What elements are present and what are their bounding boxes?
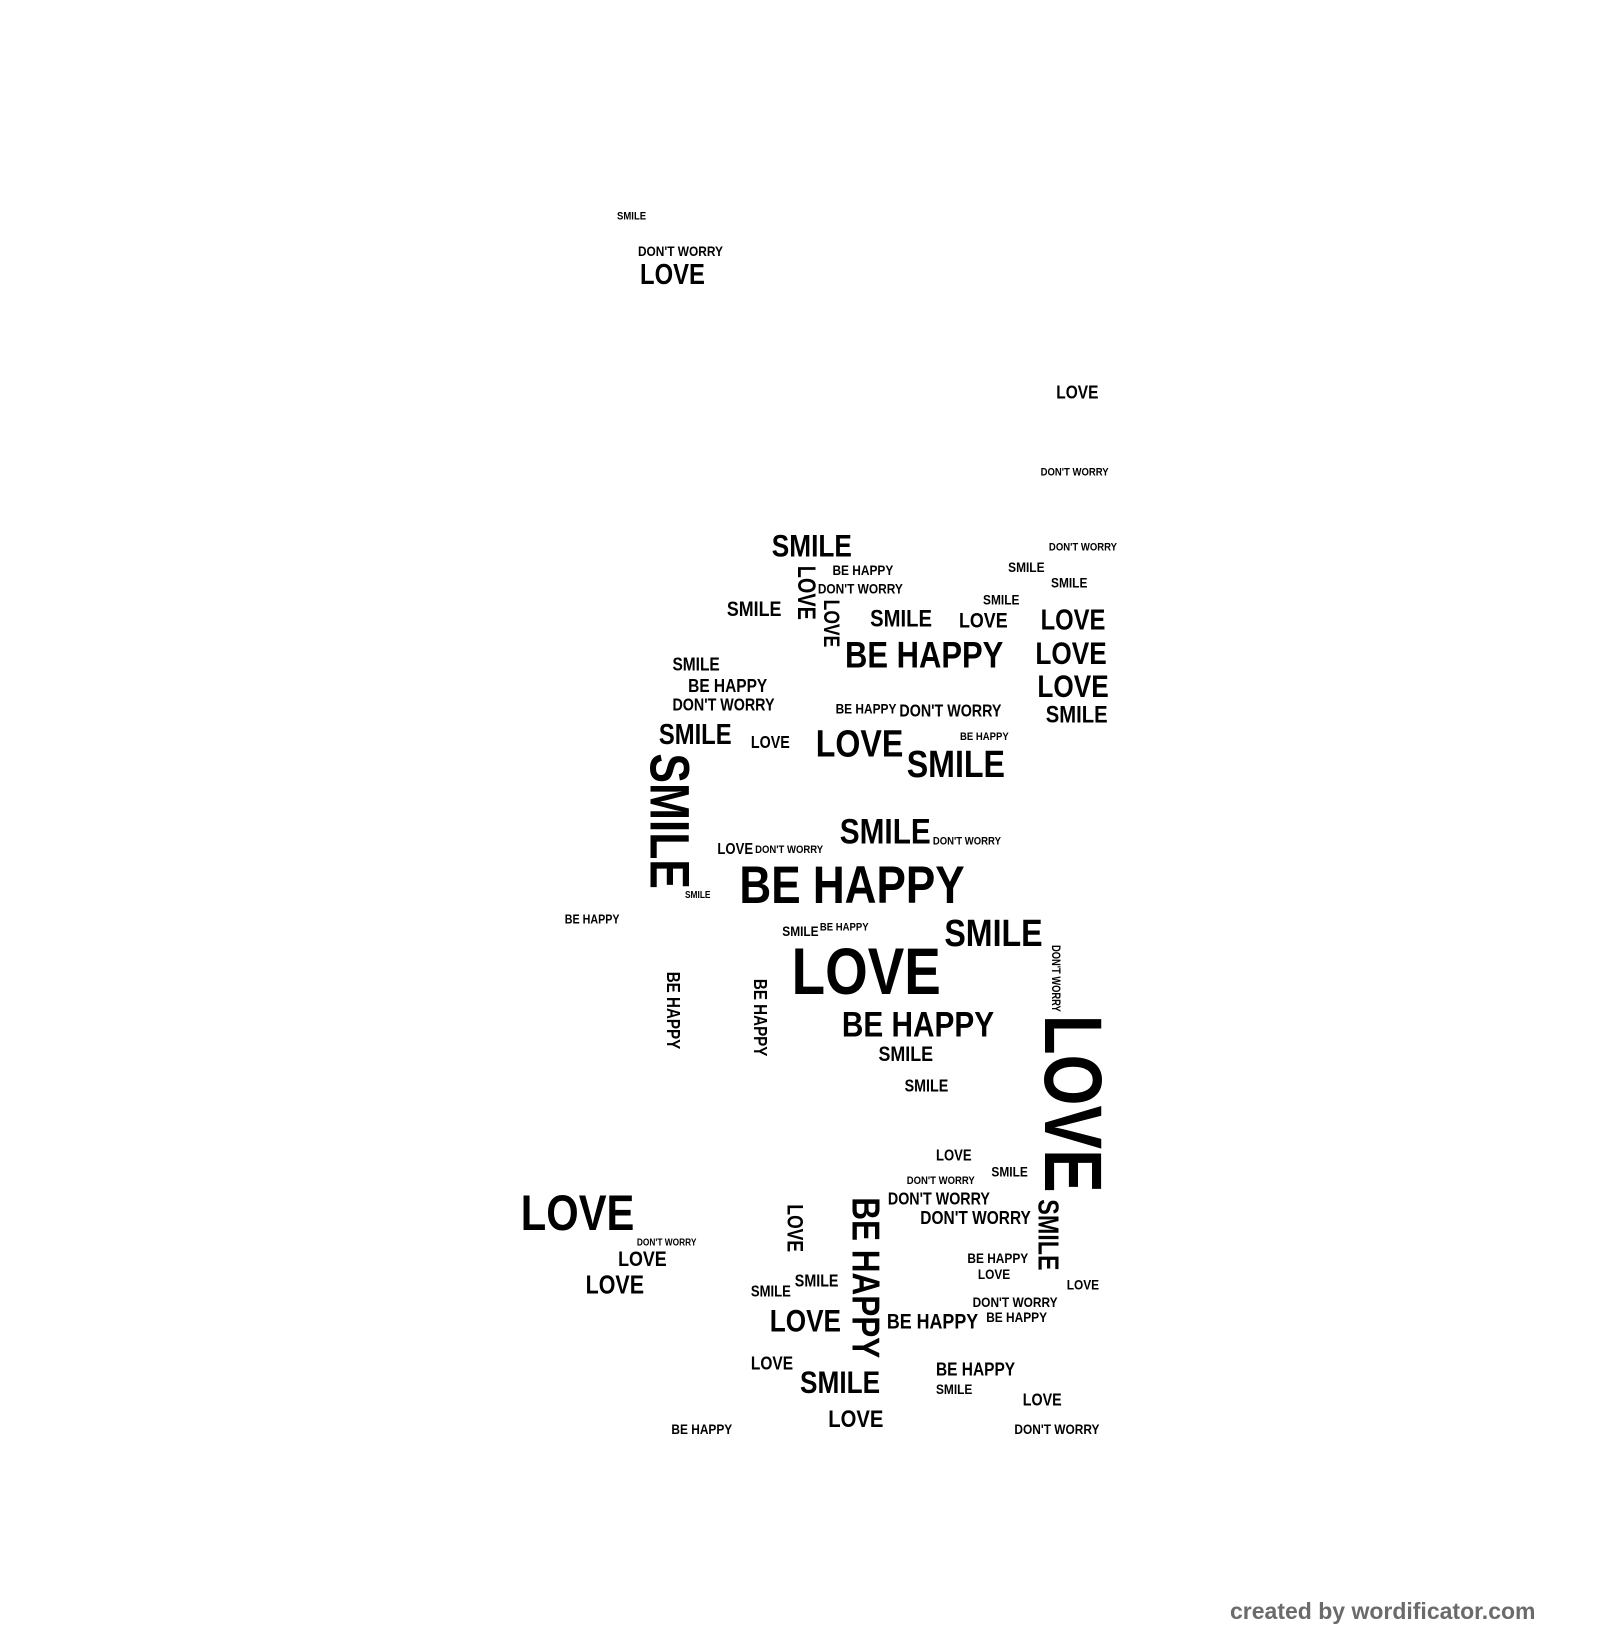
cloud-word: SMILE: [672, 654, 720, 675]
credit-footer: created by wordificator.com: [1230, 1598, 1536, 1624]
cloud-word: BE HAPPY: [671, 1420, 733, 1438]
cloud-word: LOVE: [1040, 604, 1106, 636]
cloud-word: SMILE: [637, 753, 700, 889]
cloud-word: BE HAPPY: [819, 921, 869, 934]
cloud-word: LOVE: [1066, 1276, 1100, 1293]
cloud-word: BE HAPPY: [663, 971, 685, 1050]
cloud-word: SMILE: [1008, 558, 1045, 576]
cloud-word: DON'T WORRY: [672, 694, 775, 715]
cloud-word: DON'T WORRY: [1049, 945, 1062, 1012]
cloud-word: SMILE: [935, 1380, 973, 1398]
cloud-word: DON'T WORRY: [637, 243, 723, 260]
cloud-word: SMILE: [1045, 702, 1108, 730]
cloud-word: DON'T WORRY: [906, 1174, 975, 1187]
cloud-word: DON'T WORRY: [1048, 540, 1118, 554]
cloud-word: BE HAPPY: [841, 1005, 995, 1045]
cloud-word: LOVE: [935, 1146, 972, 1165]
cloud-word: LOVE: [1026, 1014, 1117, 1193]
cloud-word: SMILE: [878, 1042, 934, 1066]
cloud-word: SMILE: [771, 528, 852, 564]
cloud-word: SMILE: [1051, 574, 1088, 591]
cloud-word: BE HAPPY: [886, 1309, 979, 1334]
cloud-word: DON'T WORRY: [932, 835, 1001, 848]
cloud-word: DON'T WORRY: [887, 1188, 990, 1209]
cloud-word: DON'T WORRY: [755, 843, 824, 856]
cloud-word: LOVE: [1056, 382, 1099, 404]
cloud-word: SMILE: [991, 1163, 1028, 1180]
cloud-word: BE HAPPY: [835, 700, 897, 717]
cloud-word: LOVE: [750, 1353, 794, 1374]
cloud-word: BE HAPPY: [749, 978, 771, 1057]
cloud-word: SMILE: [944, 910, 1043, 954]
cloud-word: LOVE: [1037, 669, 1109, 705]
cloud-word: LOVE: [791, 935, 941, 1009]
cloud-word: DON'T WORRY: [920, 1207, 1031, 1229]
cloud-word: LOVE: [828, 1406, 884, 1434]
cloud-word: SMILE: [794, 1270, 839, 1291]
cloud-word: LOVE: [1022, 1389, 1062, 1410]
cloud-word: DON'T WORRY: [972, 1293, 1058, 1311]
cloud-word: SMILE: [906, 741, 1005, 785]
cloud-word: BE HAPPY: [843, 1197, 888, 1359]
cloud-word: DON'T WORRY: [1014, 1420, 1100, 1438]
cloud-word: SMILE: [684, 889, 711, 902]
cloud-word: BE HAPPY: [845, 633, 1004, 676]
cloud-word: LOVE: [750, 732, 790, 752]
cloud-word: DON'T WORRY: [817, 580, 903, 597]
cloud-word: BE HAPPY: [967, 1249, 1029, 1267]
cloud-word: BE HAPPY: [688, 675, 768, 697]
cloud-word: SMILE: [782, 922, 819, 940]
cloud-word: DON'T WORRY: [899, 700, 1002, 721]
cloud-word: SMILE: [870, 606, 932, 633]
cloud-word: LOVE: [717, 840, 754, 858]
cloud-word: DON'T WORRY: [636, 1237, 697, 1249]
cloud-word: LOVE: [769, 1303, 842, 1339]
cloud-word: SMILE: [904, 1075, 949, 1096]
cloud-word: BE HAPPY: [832, 561, 894, 579]
cloud-word: SMILE: [839, 812, 931, 852]
cloud-word: BE HAPPY: [739, 854, 965, 915]
cloud-word: LOVE: [958, 608, 1008, 633]
cloud-word: BE HAPPY: [960, 730, 1009, 743]
cloud-word: SMILE: [750, 1283, 791, 1301]
cloud-word: LOVE: [1035, 636, 1107, 672]
cloud-word: LOVE: [585, 1271, 645, 1300]
cloud-word: DON'T WORRY: [1040, 466, 1109, 479]
cloud-word: SMILE: [617, 209, 647, 223]
cloud-word: SMILE: [983, 591, 1020, 609]
cloud-word: LOVE: [782, 1204, 807, 1253]
cloud-word: LOVE: [815, 721, 904, 765]
cloud-word: BE HAPPY: [564, 911, 620, 927]
cloud-word: SMILE: [726, 597, 782, 621]
cloud-word: LOVE: [818, 599, 843, 648]
cloud-word: LOVE: [520, 1186, 635, 1242]
cloud-word: BE HAPPY: [986, 1309, 1048, 1326]
cloud-word: LOVE: [791, 565, 819, 620]
cloud-word: LOVE: [640, 258, 705, 291]
cloud-word: BE HAPPY: [935, 1359, 1016, 1381]
cloud-word: SMILE: [1031, 1199, 1065, 1271]
cloud-word: SMILE: [800, 1365, 881, 1401]
cloud-word: LOVE: [977, 1266, 1011, 1283]
cloud-word: SMILE: [658, 718, 732, 751]
cloud-word: LOVE: [618, 1247, 667, 1271]
